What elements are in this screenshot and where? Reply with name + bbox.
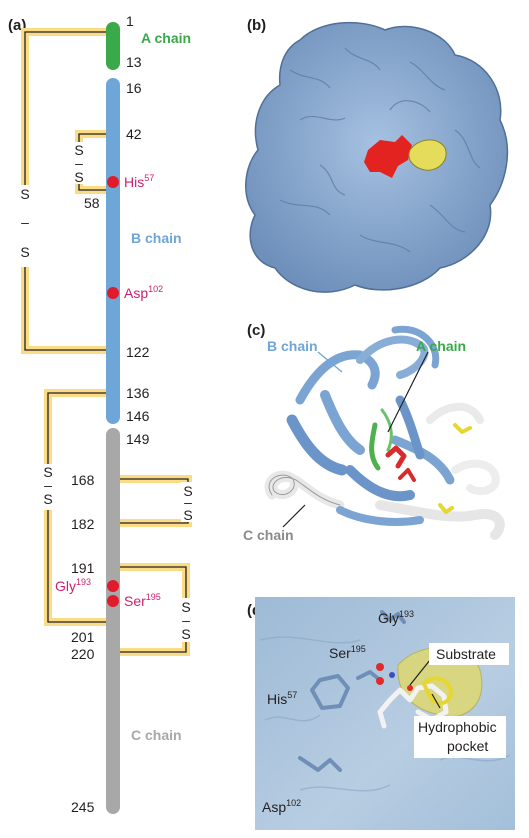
number-149: 149 [126,431,150,447]
a-chain-leader [387,351,429,433]
disulfide-168-182 [116,475,192,527]
ss-label-dash: – [21,214,29,230]
c-chain-label: C chain [131,727,182,743]
ss-label-dash: – [75,155,83,171]
number-13: 13 [126,54,142,70]
substrate-label-box [429,643,509,665]
ss-label-s: S [183,507,192,523]
d-ser195-label: Ser195 [329,644,366,661]
ss-label-s: S [181,599,190,615]
ss-label-dash: – [182,612,190,628]
hydrophobic-pocket-surface [408,139,447,171]
disulfide-191-220 [116,563,190,656]
residue-labels: His57 Asp102 Gly193 Ser195 [55,173,163,609]
panel-b-letter: (b) [247,17,266,34]
panel-c-b-chain-label: B chain [267,338,318,354]
panel-b: (b) [245,17,509,293]
ss-label-s: S [74,169,83,185]
ss-label-s: S [74,142,83,158]
ss-label-dash: – [184,494,192,510]
ss-label-s: S [20,244,29,260]
d-his57-label: His57 [267,690,297,707]
ss-label-s: S [181,626,190,642]
ss-label-s: S [43,491,52,507]
panel-d-background [255,597,515,830]
ribbon-structure [264,325,505,540]
ser195-dot [107,595,119,607]
a-chain-bar [106,22,120,70]
d-asp102-label: Asp102 [262,798,301,815]
panel-d: (d) Gly193 Ser195 His57 Asp102 [247,597,515,830]
ss-label-s: S [183,483,192,499]
ss-label-s: S [43,464,52,480]
his57-label: His57 [124,173,154,190]
pocket-label-box [414,716,506,758]
panel-a: (a) [8,13,195,815]
asp102-label: Asp102 [124,284,163,301]
ser195-label: Ser195 [124,592,161,609]
number-182: 182 [71,516,95,532]
substrate-label: Substrate [436,646,496,662]
gly193-label: Gly193 [55,577,91,594]
b-chain-bar [106,78,120,424]
b-chain-label: B chain [131,230,182,246]
number-122: 122 [126,344,150,360]
panel-d-surface-shading [259,636,511,792]
number-245: 245 [71,799,95,815]
number-42: 42 [126,126,142,142]
residue-numbers: 1 13 16 42 58 122 136 146 149 168 182 19… [71,13,150,815]
number-1: 1 [126,13,134,29]
his57-dot [107,176,119,188]
d-gly193-label: Gly193 [378,609,414,626]
number-220: 220 [71,646,95,662]
panel-c-a-chain-label: A chain [416,338,466,354]
panel-c-c-chain-label: C chain [243,527,294,543]
number-136: 136 [126,385,150,401]
asp102-dot [107,287,119,299]
panel-c-letter: (c) [247,322,265,339]
ss-label-dash: – [44,477,52,493]
number-168: 168 [71,472,95,488]
pocket-label-line2: pocket [447,738,488,754]
b-chain-leader [317,351,343,373]
substrate-leader [409,659,431,686]
pocket-leader [431,693,441,709]
surface-texture [279,47,481,253]
number-201: 201 [71,629,95,645]
ss-label-s: S [20,186,29,202]
a-chain-label: A chain [141,30,191,46]
ss-labels: S – S S – S S – S S – S S – S [18,142,195,642]
number-58: 58 [84,195,100,211]
active-site-surface [364,135,412,178]
pocket-label-line1: Hydrophobic [418,719,497,735]
number-146: 146 [126,408,150,424]
panel-c: (c) [243,322,505,543]
number-191: 191 [71,560,95,576]
c-chain-leader [282,504,306,528]
gly193-dot [107,580,119,592]
number-16: 16 [126,80,142,96]
c-chain-bar [106,428,120,814]
